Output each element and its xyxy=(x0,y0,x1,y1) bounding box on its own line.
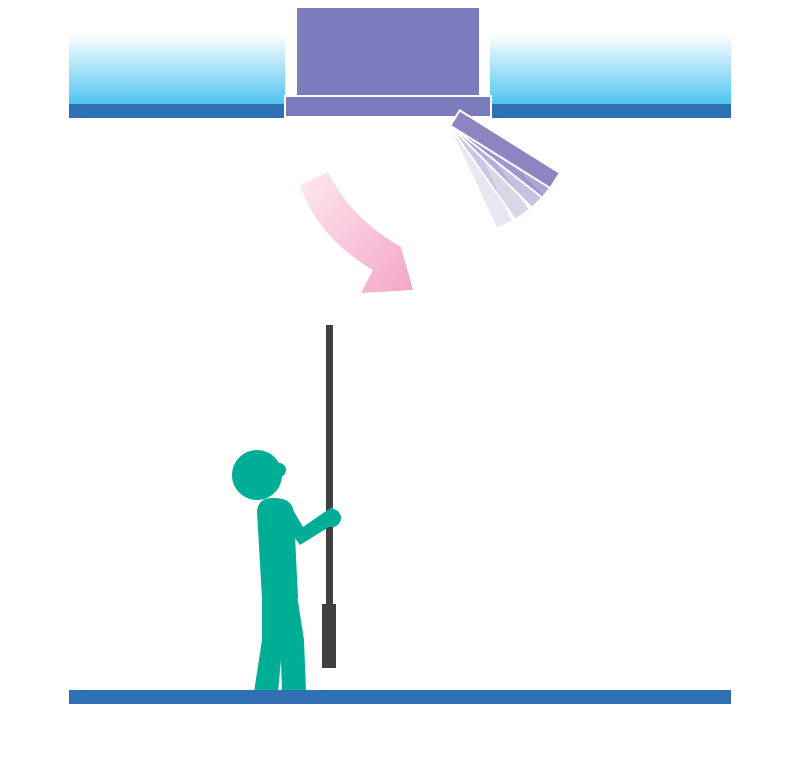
ceiling-gradient-left xyxy=(69,34,285,105)
pole-handle xyxy=(322,604,336,668)
person-legs xyxy=(254,595,306,692)
pole-shaft xyxy=(326,325,333,607)
person-icon xyxy=(232,450,341,692)
person-nose xyxy=(272,463,286,477)
ceiling xyxy=(69,34,731,118)
louver-swing-icon xyxy=(445,108,562,231)
ceiling-air-conditioner-icon xyxy=(284,6,492,118)
ceiling-beam-right xyxy=(490,104,731,118)
ceiling-beam-left xyxy=(69,104,285,118)
person-hand xyxy=(323,509,341,527)
ac-panel xyxy=(284,95,492,118)
ac-body xyxy=(295,6,481,99)
person-head xyxy=(232,450,282,500)
floor xyxy=(69,690,731,704)
pole-tool-icon xyxy=(322,325,336,668)
curved-arrow-icon xyxy=(300,172,413,293)
louver-blade-5 xyxy=(448,108,562,190)
curved-arrow xyxy=(300,172,413,293)
ceiling-gradient-right xyxy=(490,34,731,105)
